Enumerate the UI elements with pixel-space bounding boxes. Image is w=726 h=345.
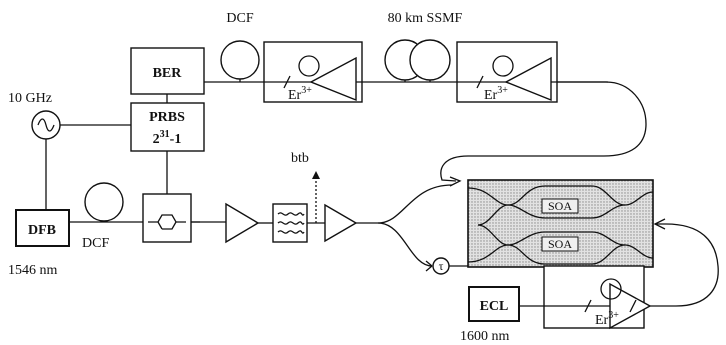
sine-icon	[37, 118, 55, 132]
ssmf-label: 80 km SSMF	[388, 11, 463, 26]
filter-icon	[277, 212, 305, 234]
modulator-icon	[148, 214, 186, 230]
coupler-upper-branch	[377, 184, 453, 224]
ber-box	[130, 47, 205, 95]
dcf-bottom-label: DCF	[82, 236, 109, 251]
dfb-label: DFB	[28, 223, 56, 238]
dfb-wavelength-label: 1546 nm	[8, 263, 58, 278]
switch-substrate	[467, 179, 654, 268]
svg-text:Er3+: Er3+	[484, 85, 508, 103]
soa-bottom-box	[541, 236, 579, 252]
soa-top-label: SOA	[548, 199, 572, 213]
soa-interferometer: SOA SOA	[467, 179, 654, 268]
edfa-amplifier-3: Er3+	[543, 265, 652, 330]
delay-label: τ	[439, 259, 444, 273]
svg-text:Er3+: Er3+	[595, 310, 619, 328]
amplifier-2	[324, 203, 358, 243]
control-branch: ECL 1600 nm Er3+	[460, 218, 719, 344]
edfa-amplifier-2: Er3+	[456, 41, 558, 103]
btb-label: btb	[291, 151, 309, 166]
fiber-loop-top	[440, 81, 647, 182]
dcf-top-label: DCF	[226, 11, 253, 26]
freq-label: 10 GHz	[8, 91, 52, 106]
top-link: BER DCF Er3+ 80 km SSMF	[130, 11, 647, 187]
fiber-loop-bottom	[644, 223, 719, 307]
edfa-amplifier-1: Er3+	[263, 41, 363, 103]
ecl-wavelength-label: 1600 nm	[460, 329, 510, 344]
dcf-spool-top	[220, 40, 260, 80]
soa-bottom-label: SOA	[548, 237, 572, 251]
svg-text:Er3+: Er3+	[288, 85, 312, 103]
ssmf-spool-2	[409, 39, 451, 81]
dcf-spool-bottom	[84, 182, 124, 222]
ber-label: BER	[153, 66, 183, 81]
modulator-box	[142, 193, 192, 243]
transmitter: 10 GHz PRBS 231-1 DFB 1546 nm DCF btb	[8, 91, 468, 278]
soa-top-box	[541, 198, 579, 214]
ecl-label: ECL	[480, 299, 509, 314]
ecl-laser-box	[468, 286, 520, 322]
prbs-label: PRBS	[149, 110, 185, 125]
coupler-lower-branch	[377, 222, 433, 267]
prbs-pattern-label: 231-1	[153, 129, 182, 147]
amplifier-1	[225, 202, 260, 244]
dfb-laser-box	[15, 209, 70, 247]
